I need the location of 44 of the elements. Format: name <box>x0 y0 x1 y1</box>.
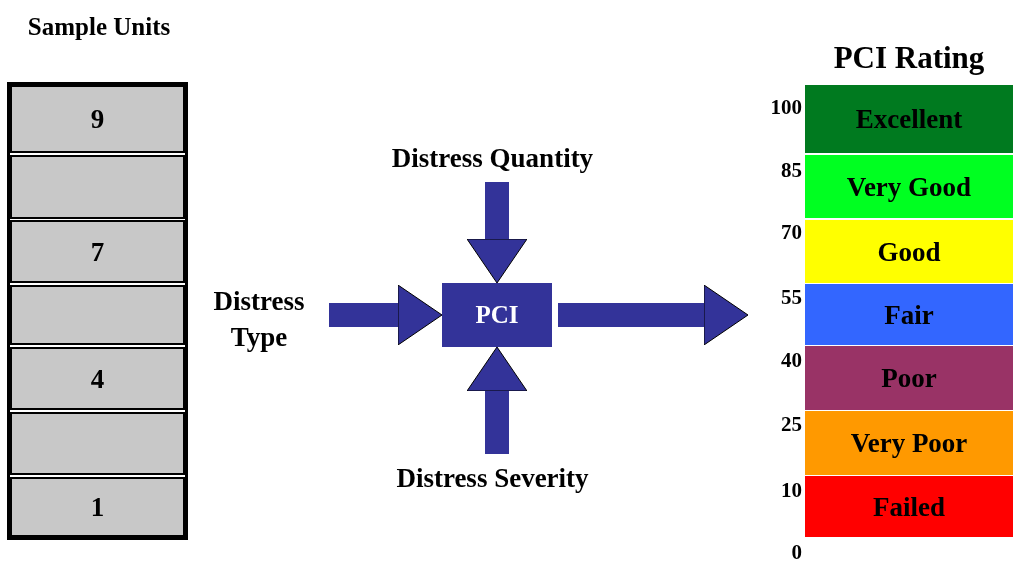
block-arrow <box>466 346 528 454</box>
band-label: Fair <box>883 298 935 332</box>
column-heading: Sample Units <box>26 12 172 42</box>
scale-tick-label: 85 <box>781 158 802 183</box>
rating-band <box>805 85 1013 153</box>
scale-tick-label: 40 <box>781 348 802 373</box>
band-label: Very Poor <box>849 427 969 460</box>
sample-unit-box <box>10 155 185 219</box>
scale-tick-label: 25 <box>781 412 802 437</box>
rating-band <box>805 476 1013 537</box>
column-heading: PCI Rating <box>832 39 986 77</box>
sample-unit-box <box>10 285 185 345</box>
rating-band <box>805 284 1013 345</box>
sample-unit-box <box>10 220 185 283</box>
scale-tick-label: 0 <box>791 540 802 564</box>
scale-tick-label: 70 <box>781 220 802 245</box>
rating-band <box>805 346 1013 410</box>
input-label: Distress Severity <box>395 462 590 495</box>
rating-band <box>805 411 1013 475</box>
band-label: 1 <box>89 491 106 524</box>
input-label: Distress Type <box>212 285 306 354</box>
sample-unit-box <box>10 347 185 410</box>
band-label: 4 <box>89 362 106 396</box>
band-label: Poor <box>880 362 938 395</box>
sample-unit-box <box>10 477 185 537</box>
rating-band <box>805 155 1013 218</box>
box-label: PCI <box>474 300 520 330</box>
band-label: Very Good <box>845 170 973 204</box>
scale-tick-label: 55 <box>781 285 802 310</box>
block-arrow <box>329 284 443 346</box>
pci-box <box>442 283 552 347</box>
block-arrow <box>466 182 528 284</box>
rating-band <box>805 220 1013 283</box>
band-label: 7 <box>89 235 106 269</box>
band-label: Good <box>876 235 942 269</box>
scale-tick-label: 100 <box>770 95 802 120</box>
band-label: 9 <box>89 103 106 136</box>
band-label: Failed <box>872 490 946 524</box>
scale-tick-label: 10 <box>781 478 802 503</box>
band-label: Excellent <box>854 103 964 136</box>
block-arrow <box>558 284 749 346</box>
input-label: Distress Quantity <box>390 142 595 175</box>
sample-unit-box <box>10 85 185 153</box>
sample-unit-box <box>10 412 185 475</box>
